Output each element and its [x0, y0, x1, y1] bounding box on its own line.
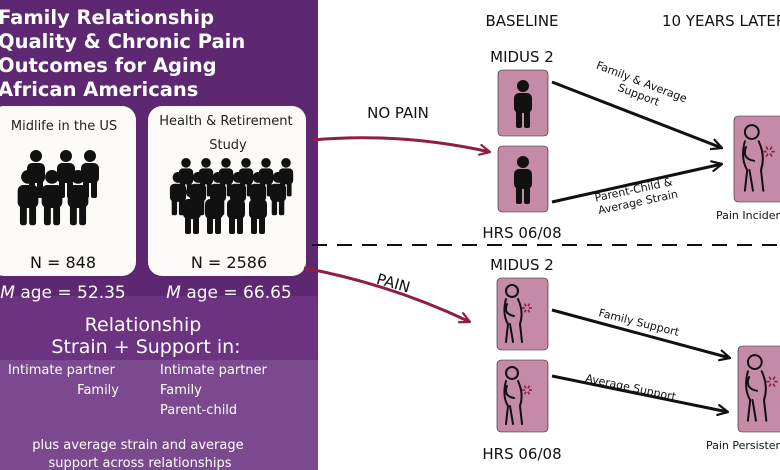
crowd-icon	[169, 158, 294, 234]
mean-age-hrs: M age = 66.65	[166, 283, 291, 303]
relationship-list-hrs: Intimate partner Family Parent-child	[160, 363, 271, 418]
study-name-midus: Midlife in the US	[11, 119, 117, 134]
person-icon	[514, 156, 532, 204]
pain-arrow	[303, 266, 470, 324]
baseline-column-header: BASELINE	[485, 12, 558, 30]
left-panel-mid-band	[0, 296, 318, 360]
arrow-family-average-support	[551, 80, 722, 148]
ten-years-column-header: 10 YEARS LATER	[662, 12, 780, 30]
pain-persistence-label: Pain Persistence	[706, 439, 780, 452]
edge-label-average-support: Average Support	[584, 372, 678, 404]
person-in-pain-icon	[503, 284, 532, 343]
relationship-list-midus: Intimate partner Family	[8, 363, 119, 398]
no-pain-label: NO PAIN	[367, 104, 429, 122]
left-panel-lower	[0, 360, 318, 470]
relationship-heading: Relationship Strain + Support in:	[51, 314, 240, 358]
person-in-pain-icon	[742, 124, 775, 192]
infographic-title: Family Relationship Quality & Chronic Pa…	[0, 6, 252, 101]
no-pain-arrow	[311, 136, 490, 152]
no-pain-hrs-label: HRS 06/08	[482, 224, 561, 242]
no-pain-midus-label: MIDUS 2	[490, 48, 554, 66]
arrow-parent-child-average-strain	[551, 164, 722, 204]
people-group-icon	[17, 150, 99, 226]
arrow-family-support	[551, 308, 730, 358]
pain-persistence-box	[737, 345, 780, 433]
person-icon	[514, 80, 532, 128]
person-in-pain-icon	[745, 354, 778, 422]
study-name-hrs: Health & Retirement Study	[159, 114, 296, 153]
pain-midus-label: MIDUS 2	[490, 256, 554, 274]
pain-incidence-label: Pain Incidence	[716, 209, 780, 222]
study-n-hrs: N = 2586	[191, 253, 267, 272]
person-in-pain-icon	[503, 366, 532, 425]
edge-label-parent-child-average-strain: Parent-Child & Average Strain	[594, 175, 680, 218]
edge-label-family-average-support: Family & Average Support	[590, 59, 692, 119]
study-n-midus: N = 848	[30, 253, 96, 272]
mean-age-midus: M age = 52.35	[0, 283, 125, 303]
pain-hrs-label: HRS 06/08	[482, 445, 561, 463]
arrow-average-support	[551, 374, 728, 412]
relationship-footer: plus average strain and average support …	[32, 438, 247, 470]
